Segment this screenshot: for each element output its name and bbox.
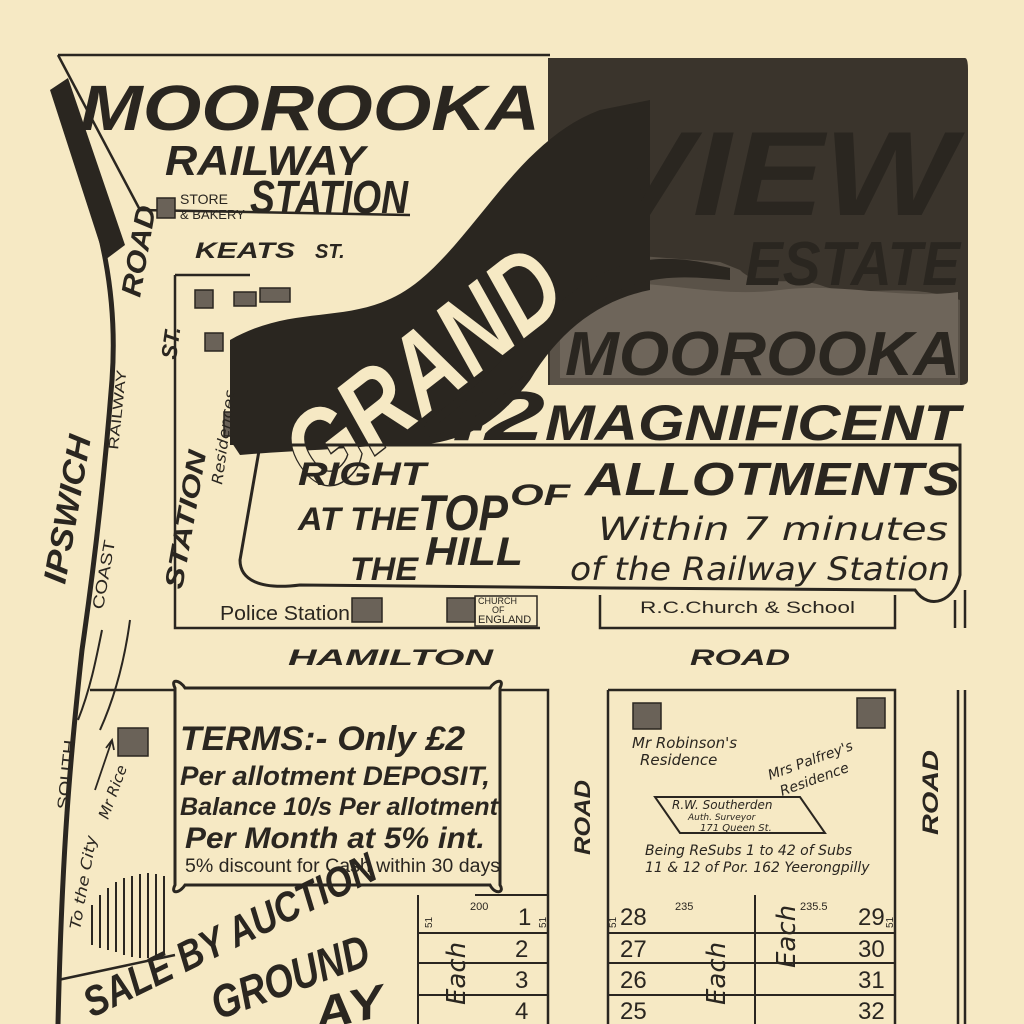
- residence-building: [233, 291, 257, 307]
- banner-panel: [548, 58, 968, 385]
- resubs-label-1: Being ReSubs 1 to 42 of Subs: [645, 843, 852, 859]
- lot-grid: [417, 894, 895, 1024]
- church-label-3: ENGLAND: [478, 614, 531, 626]
- lot-25: 25: [620, 998, 647, 1024]
- church-label-box: [474, 595, 538, 627]
- church-label-2: OF: [492, 605, 505, 615]
- lot-26: 26: [620, 967, 647, 994]
- robinson-building: [632, 702, 662, 730]
- railway-station-label: of the Railway Station: [570, 550, 950, 588]
- each-label-left: Each: [442, 942, 472, 1005]
- hatched-area: [91, 873, 165, 958]
- allotment-count: 42: [422, 377, 545, 455]
- church-building: [446, 597, 476, 623]
- grand-view-scroll: [230, 100, 730, 455]
- lot-27: 27: [620, 936, 647, 963]
- lot-1: 1: [518, 904, 531, 931]
- robinson-label-1: Mr Robinson's: [632, 734, 737, 752]
- hamilton-road-label: ROAD: [690, 645, 790, 670]
- road-right-label: ROAD: [918, 750, 943, 835]
- dim-51-mid: 51: [608, 916, 619, 928]
- each-label-mid: Each: [702, 942, 732, 1005]
- resubs-label-2: 11 & 12 of Por. 162 Yeerongpilly: [645, 860, 870, 876]
- at-the-label: AT THE: [297, 501, 420, 537]
- robinson-label-2: Residence: [640, 751, 717, 769]
- station-title: STATION: [250, 171, 409, 223]
- lot-30: 30: [858, 936, 885, 963]
- view-title: VIEW: [600, 107, 965, 241]
- mr-rice-label: Mr Rice: [95, 763, 131, 822]
- surveyor-label-2: Auth. Surveyor: [687, 813, 757, 823]
- magnificent-label: MAGNIFICENT: [545, 395, 965, 451]
- north-arrow-icon: [94, 737, 115, 791]
- ipswich-label: IPSWICH: [36, 431, 98, 586]
- terms-line-3: Balance 10/s Per allotment: [180, 793, 500, 821]
- dim-51-right: 51: [538, 916, 549, 928]
- police-building: [351, 597, 383, 623]
- hill-label: HILL: [425, 530, 523, 574]
- terms-line-5: 5% discount for Cash within 30 days: [185, 856, 500, 877]
- residence-building: [204, 332, 224, 352]
- keats-st-suffix: ST.: [315, 241, 345, 263]
- moorooka-banner-title: MOOROOKA: [565, 320, 960, 389]
- ipswich-road-label: ROAD: [115, 203, 162, 299]
- rice-building: [117, 727, 149, 757]
- store-label: STORE: [180, 191, 228, 207]
- surveyor-plaque: [653, 796, 827, 834]
- railway-title: RAILWAY: [165, 137, 369, 184]
- keats-street-label: KEATS: [195, 238, 295, 263]
- south-label: SOUTH: [55, 739, 79, 810]
- allotments-label: ALLOTMENTS: [584, 453, 961, 505]
- hamilton-label: HAMILTON: [288, 645, 495, 670]
- lot-28: 28: [620, 904, 647, 931]
- right-label: RIGHT: [298, 456, 429, 492]
- road-mid-label: ROAD: [570, 780, 595, 855]
- terms-line-1: TERMS:- Only £2: [180, 720, 465, 758]
- the-label: THE: [350, 551, 420, 587]
- station-st-label: ST.: [156, 325, 185, 361]
- within-minutes-label: Within 7 minutes: [598, 510, 948, 548]
- railway-line: [50, 78, 131, 1024]
- surveyor-label-3: 171 Queen St.: [700, 823, 772, 834]
- palfrey-building: [856, 697, 886, 729]
- terms-line-2: Per allotment DEPOSIT,: [180, 761, 490, 791]
- residence-building: [194, 289, 214, 309]
- lot-29: 29: [858, 904, 885, 931]
- to-city-label: To the City: [66, 833, 100, 931]
- surveyor-label-1: R.W. Southerden: [672, 798, 772, 812]
- lot-32: 32: [858, 998, 885, 1024]
- allotments-frame: [238, 443, 962, 603]
- estate-title: ESTATE: [745, 230, 961, 299]
- dim-235-5: 235.5: [800, 901, 828, 913]
- terms-box: [172, 679, 503, 894]
- top-label: TOP: [418, 485, 509, 541]
- station-road-label: STATION: [158, 446, 212, 591]
- station-platform: [50, 78, 125, 260]
- terms-line-4: Per Month at 5% int.: [185, 822, 485, 855]
- church-label-1: CHURCH: [478, 596, 517, 606]
- lot-31: 31: [858, 967, 885, 994]
- lot-3: 3: [515, 967, 528, 994]
- each-label-right: Each: [772, 905, 802, 968]
- boundary-lines: [56, 53, 967, 1024]
- dim-200: 200: [470, 901, 488, 913]
- lot-2: 2: [515, 936, 528, 963]
- lot-4: 4: [515, 998, 528, 1024]
- railway-label: RAILWAY: [105, 368, 129, 450]
- residence-building: [259, 287, 291, 303]
- moorooka-title: MOOROOKA: [80, 72, 540, 144]
- dim-235: 235: [675, 901, 693, 913]
- of-label: OF: [510, 479, 571, 512]
- rc-church-label: R.C.Church & School: [640, 598, 855, 617]
- store-building: [156, 197, 176, 219]
- police-label: Police Station: [220, 603, 350, 625]
- dim-51-left: 51: [424, 916, 435, 928]
- dim-51-far: 51: [885, 916, 896, 928]
- bakery-label: & BAKERY: [180, 207, 245, 222]
